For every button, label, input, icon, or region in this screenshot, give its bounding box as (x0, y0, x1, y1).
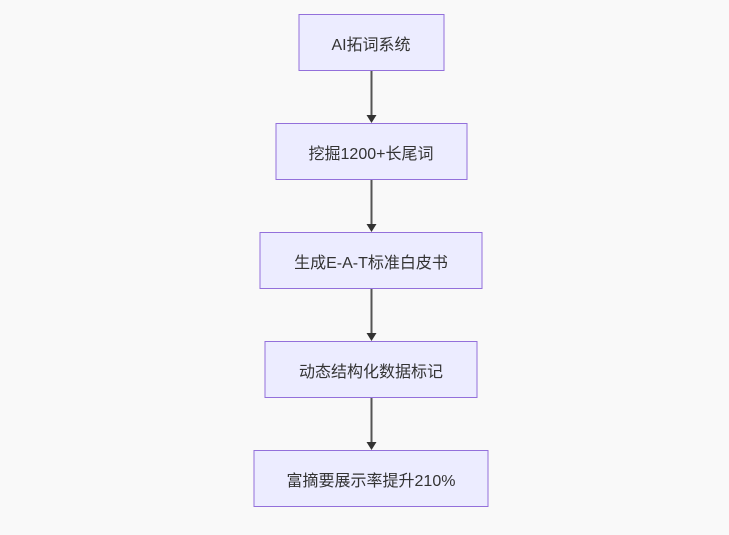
flow-arrow-4 (366, 398, 376, 450)
arrow-line (370, 71, 372, 115)
flow-arrow-3 (366, 289, 376, 341)
arrow-down-icon (366, 115, 376, 123)
flow-node-label: 生成E-A-T标准白皮书 (294, 254, 448, 272)
arrow-down-icon (366, 333, 376, 341)
arrow-line (370, 398, 372, 442)
flow-node-label: AI拓词系统 (331, 36, 411, 54)
arrow-down-icon (366, 442, 376, 450)
flow-node-eat-whitepaper: 生成E-A-T标准白皮书 (259, 232, 483, 289)
flowchart: AI拓词系统 挖掘1200+长尾词 生成E-A-T标准白皮书 动态结构化数据标记 (253, 14, 489, 507)
flow-node-longtail-mining: 挖掘1200+长尾词 (275, 123, 467, 180)
flow-node-label: 挖掘1200+长尾词 (308, 145, 434, 163)
arrow-down-icon (366, 224, 376, 232)
flow-node-structured-data-markup: 动态结构化数据标记 (264, 341, 478, 398)
arrow-line (370, 289, 372, 333)
flow-node-rich-snippet-result: 富摘要展示率提升210% (253, 450, 489, 507)
flow-node-label: 富摘要展示率提升210% (286, 472, 456, 490)
flow-node-ai-word-system: AI拓词系统 (298, 14, 444, 71)
flow-arrow-1 (366, 71, 376, 123)
flow-node-label: 动态结构化数据标记 (298, 363, 443, 381)
flow-arrow-2 (366, 180, 376, 232)
arrow-line (370, 180, 372, 224)
